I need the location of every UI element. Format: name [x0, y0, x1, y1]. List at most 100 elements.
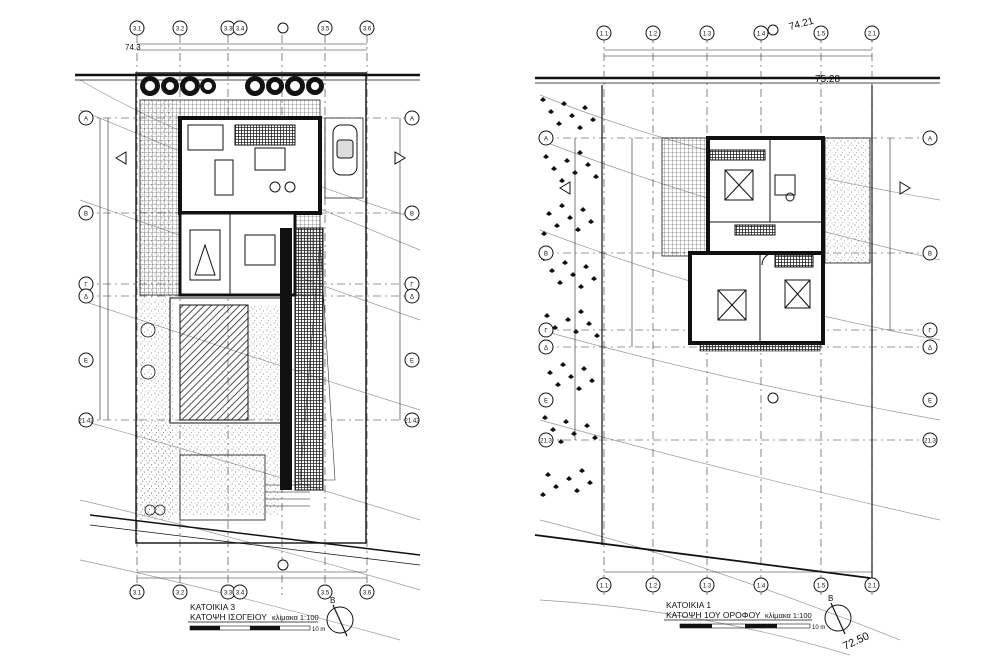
grid-bubble: 1.2	[645, 25, 661, 41]
left-interior	[187, 124, 296, 295]
grid-bubble: 3.1	[129, 20, 145, 36]
grid-bubble: A	[404, 110, 420, 126]
shrub-mark	[540, 492, 546, 497]
grid-bubble-label: 1.2	[649, 584, 658, 590]
left-north-label: B	[330, 596, 335, 605]
grid-bubble-label: A	[84, 117, 88, 123]
shrub-mark	[559, 178, 565, 183]
shrub-mark	[571, 431, 577, 436]
grid-bubble-label: B	[410, 212, 414, 218]
shrub-mark	[582, 105, 588, 110]
grid-bubble: A	[78, 110, 94, 126]
shrub-mark	[577, 150, 583, 155]
shrub-mark	[561, 101, 567, 106]
grid-bubble: Γ	[922, 322, 938, 338]
shrub-mark	[576, 386, 582, 391]
grid-bubble-label: 1.1	[600, 584, 609, 590]
shrub-mark	[593, 174, 599, 179]
left-elevation-label: 74.3	[125, 43, 141, 52]
left-title-block: ΚΑΤΟΙΚΙΑ 3 ΚΑΤΟΨΗ ΙΣΟΓΕΙΟΥ κλίμακα 1:100…	[188, 596, 354, 637]
grid-bubble: 1.4	[753, 25, 769, 41]
shrub-mark	[586, 321, 592, 326]
shrub-mark	[554, 223, 560, 228]
right-grid-bubbles-bottom: 1.1 1.2 1.3 1.4 1.5 2.1	[596, 577, 880, 593]
right-elevation-site: 75.28	[815, 74, 840, 85]
left-deck-hatched	[179, 304, 249, 421]
left-section-markers	[115, 22, 406, 571]
shrub-mark	[557, 280, 563, 285]
right-terrace-left	[661, 137, 711, 257]
grid-bubble: E	[538, 392, 554, 408]
grid-bubble-label: Γ	[544, 329, 548, 335]
grid-bubble: A	[922, 130, 938, 146]
grid-bubble: E	[404, 352, 420, 368]
grid-bubble: B	[78, 205, 94, 221]
grid-bubble-label: 3.1	[133, 591, 142, 597]
right-title-line2: ΚΑΤΟΨΗ 1ΟΥ ΟΡΟΦΟΥ	[666, 610, 761, 620]
grid-bubble: 3.6	[359, 20, 375, 36]
grid-bubble: 1.1	[596, 25, 612, 41]
grid-bubble-label: 3.2	[176, 27, 185, 33]
grid-bubble-label: A	[544, 137, 548, 143]
shrub-mark	[578, 309, 584, 314]
grid-bubble: 21.3	[922, 432, 938, 448]
grid-bubble: B	[404, 205, 420, 221]
shrub-mark	[549, 268, 555, 273]
shrub-mark	[553, 484, 559, 489]
grid-bubble-label: 21.3	[924, 439, 936, 445]
grid-bubble-label: E	[544, 399, 548, 405]
left-floor-plan: 3.13.23.33.43.53.6 3.13.23.33.43.53.6 AB…	[75, 20, 420, 641]
shrub-mark	[542, 415, 548, 420]
grid-bubble-label: 2.1	[868, 584, 877, 590]
grid-bubble-label: 3.4	[236, 591, 245, 597]
left-scale-label: κλίμακα 1:100	[272, 613, 319, 622]
shrub-mark	[545, 472, 551, 477]
grid-bubble: Δ	[538, 339, 554, 355]
shrub-mark	[583, 264, 589, 269]
grid-bubble-label: B	[84, 212, 88, 218]
grid-bubble-label: 3.4	[236, 27, 245, 33]
left-title-line2: ΚΑΤΟΨΗ ΙΣΟΓΕΙΟΥ	[190, 612, 267, 622]
shrub-mark	[565, 317, 571, 322]
shrub-mark	[572, 170, 578, 175]
right-scale-label: κλίμακα 1:100	[765, 611, 812, 620]
grid-bubble: 3.2	[172, 20, 188, 36]
grid-bubble: E	[78, 352, 94, 368]
grid-bubble-label: 3.5	[321, 27, 330, 33]
grid-bubble: 1.5	[813, 577, 829, 593]
right-interior	[708, 138, 823, 343]
shrub-mark	[543, 154, 549, 159]
grid-bubble-label: Δ	[928, 346, 932, 352]
grid-bubble-label: 21.42	[78, 419, 94, 425]
shrub-mark	[579, 468, 585, 473]
left-dimension-lines	[99, 43, 401, 579]
grid-bubble: B	[538, 245, 554, 261]
grid-bubble: 3.4	[232, 20, 248, 36]
left-north-arrow-icon	[326, 606, 354, 634]
grid-bubble-label: 1.1	[600, 32, 609, 38]
shrub-mark	[590, 117, 596, 122]
grid-bubble: 1.4	[753, 577, 769, 593]
shrub-mark	[570, 272, 576, 277]
shrub-mark	[594, 333, 600, 338]
left-lower-garden	[140, 425, 280, 515]
grid-bubble: 3.1	[129, 584, 145, 600]
grid-bubble: 3.6	[359, 584, 375, 600]
shrub-mark	[568, 374, 574, 379]
grid-bubble-label: 1.3	[703, 584, 712, 590]
shrub-mark	[559, 203, 565, 208]
grid-bubble-label: A	[410, 117, 414, 123]
grid-bubble-label: 3.6	[363, 27, 372, 33]
left-car	[332, 124, 358, 176]
shrub-mark	[544, 313, 550, 318]
shrub-mark	[573, 329, 579, 334]
grid-bubble: 1.5	[813, 25, 829, 41]
grid-bubble: 2.1	[864, 25, 880, 41]
left-ramp	[294, 227, 324, 491]
